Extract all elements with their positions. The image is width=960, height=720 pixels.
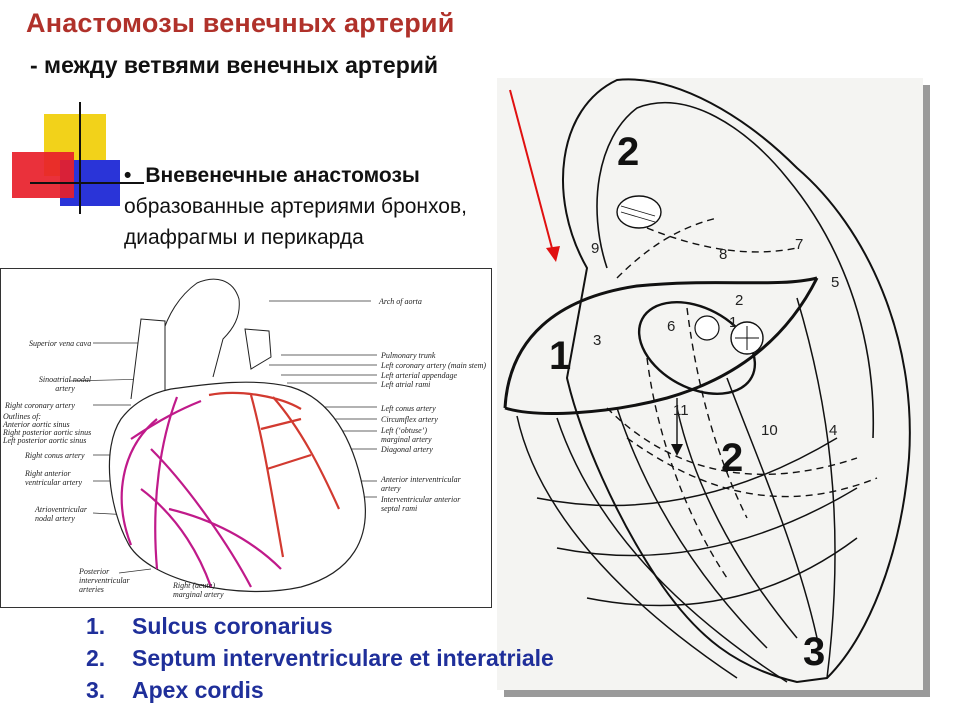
diagram-num-1-small: 1	[729, 314, 738, 331]
label-right-coronary-artery: Right coronary artery	[5, 401, 75, 410]
diagram-num-11: 11	[673, 402, 689, 419]
label-arch-of-aorta: Arch of aorta	[379, 297, 422, 306]
label-pulmonary-trunk: Pulmonary trunk	[381, 351, 436, 360]
deco-red-square	[12, 152, 74, 198]
diagram-num-2-small: 2	[735, 292, 744, 309]
label-left-coronary-artery: Left coronary artery (main stem)	[381, 361, 487, 370]
diagram-num-6: 6	[667, 318, 676, 335]
label-interventricular-anterior-septal-rami: Interventricular anterior septal rami	[381, 495, 461, 513]
diagram-num-9: 9	[591, 240, 600, 257]
bullet-block: •Вневенечные анастомозы образованные арт…	[124, 160, 564, 253]
diagram-num-10: 10	[761, 422, 778, 439]
label-left-arterial-appendage: Left arterial appendage	[381, 371, 457, 380]
label-left-conus-artery: Left conus artery	[381, 404, 436, 413]
deco-horizontal-line	[30, 182, 144, 184]
deco-vertical-line	[79, 102, 81, 214]
label-left-posterior-aortic-sinus: Left posterior aortic sinus	[3, 436, 87, 445]
label-left-atrial-rami: Left atrial rami	[381, 380, 431, 389]
heart-outline	[108, 381, 366, 593]
label-right-posterior-aortic-sinus: Right posterior aortic sinus	[3, 428, 92, 437]
bullet-dot-icon: •	[124, 164, 132, 187]
heart-drawing	[68, 278, 377, 593]
label-left-marginal-artery: Left (‘obtuse’) marginal artery	[381, 426, 432, 444]
outer-heart-outline	[562, 78, 911, 684]
diagram-label-3: 3	[803, 630, 826, 674]
label-anterior-interventricular-artery: Anterior interventricular artery	[381, 475, 461, 493]
list-item: 2.Septum interventriculare et interatria…	[86, 645, 554, 671]
diagram-label-2-top: 2	[617, 130, 640, 174]
diagram-label-1: 1	[549, 334, 572, 378]
label-right-anterior-ventricular-artery: Right anterior ventricular artery	[25, 469, 83, 487]
diagram-label-2-middle: 2	[721, 436, 744, 480]
diagram-num-5: 5	[831, 274, 840, 291]
bullet-line-2: диафрагмы и перикарда	[124, 226, 364, 249]
label-circumflex-artery: Circumflex artery	[381, 415, 438, 424]
heart-illustration: Arch of aorta Superior vena cava Pulmona…	[0, 268, 492, 608]
slide-subtitle: - между ветвями венечных артерий	[30, 52, 439, 78]
diagram-num-8: 8	[719, 246, 728, 263]
bullet-line-1: образованные артериями бронхов,	[124, 195, 467, 218]
diagram-num-7: 7	[795, 236, 804, 253]
label-sinoatrial-nodal-artery: Sinoatrial nodal artery	[38, 375, 92, 393]
slide-title: Анастомозы венечных артерий	[26, 8, 455, 38]
list-item: 3.Apex cordis	[86, 677, 264, 703]
label-right-acute-marginal-artery: Right (acute) marginal artery	[173, 581, 224, 599]
anastomosis-diagram: 2 1 2 3 9 7 8 5 2 1 6 3 11 10 4	[497, 78, 923, 690]
label-posterior-interventricular-arteries: Posterior interventricular arteries	[79, 567, 130, 594]
label-outlines-of: Outlines of:	[3, 412, 41, 421]
label-superior-vena-cava: Superior vena cava	[29, 339, 92, 348]
label-anterior-aortic-sinus: Anterior aortic sinus	[3, 420, 70, 429]
structure-list: 1.Sulcus coronarius 2.Septum interventri…	[86, 610, 554, 706]
diagram-num-4: 4	[829, 422, 838, 439]
diagram-drawing	[503, 78, 911, 684]
diagram-num-3: 3	[593, 332, 602, 349]
label-right-conus-artery: Right conus artery	[25, 451, 85, 460]
label-atrioventricular-nodal-artery: Atrioventricular nodal artery	[35, 505, 87, 523]
bullet-heading: •Вневенечные анастомозы	[124, 164, 420, 187]
list-item: 1.Sulcus coronarius	[86, 613, 333, 639]
label-diagonal-artery: Diagonal artery	[381, 445, 433, 454]
